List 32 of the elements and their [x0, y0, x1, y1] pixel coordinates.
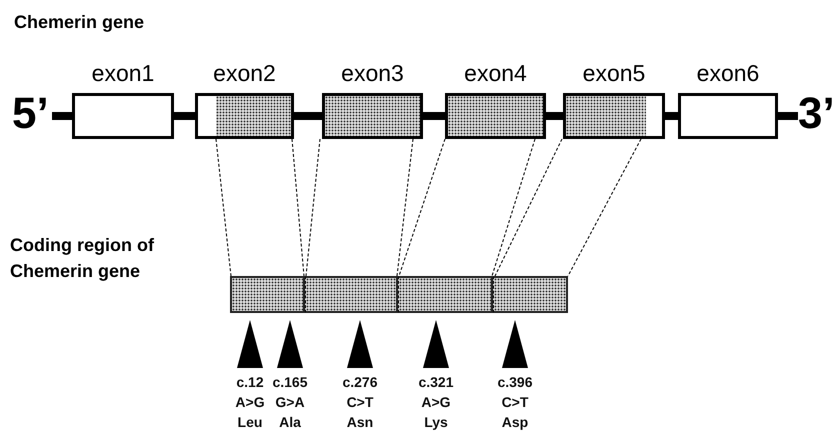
coding-segment [493, 276, 568, 313]
dashed-connector [568, 138, 642, 276]
dashed-connector [398, 138, 446, 276]
mutation-label: c.321 A>G Lys [418, 373, 454, 432]
dashed-connector [492, 138, 536, 276]
intron-line [665, 112, 678, 120]
intron-line [546, 112, 563, 120]
dashed-connector [306, 138, 320, 276]
coding-segment [230, 276, 305, 313]
exon-label: exon1 [90, 60, 156, 86]
mutation-label: c.165 G>A Ala [272, 373, 308, 432]
coding-segment [398, 276, 493, 313]
region-label: Coding region of Chemerin gene [10, 234, 155, 283]
five-prime-label: 5’ [12, 88, 49, 140]
exon-label: exon3 [340, 60, 405, 86]
exon-label: exon2 [212, 60, 277, 86]
dashed-connector [396, 138, 414, 276]
intron-line [423, 112, 445, 120]
dashed-connector [292, 138, 304, 276]
three-prime-label: 3’ [798, 88, 835, 140]
title: Chemerin gene [14, 12, 144, 33]
exon-label: exon6 [696, 60, 760, 86]
exon-label: exon4 [463, 60, 528, 86]
coding-segment [305, 276, 398, 313]
intron-line [174, 112, 195, 120]
dashed-connector [494, 138, 562, 276]
mutation-label: c.396 C>T Asp [497, 373, 533, 432]
mutation-label: c.276 C>T Asn [342, 373, 378, 432]
intron-line [294, 112, 322, 120]
dashed-connector [216, 138, 232, 276]
exon-label: exon5 [582, 60, 646, 86]
mutation-label: c.12 A>G Leu [235, 373, 265, 432]
